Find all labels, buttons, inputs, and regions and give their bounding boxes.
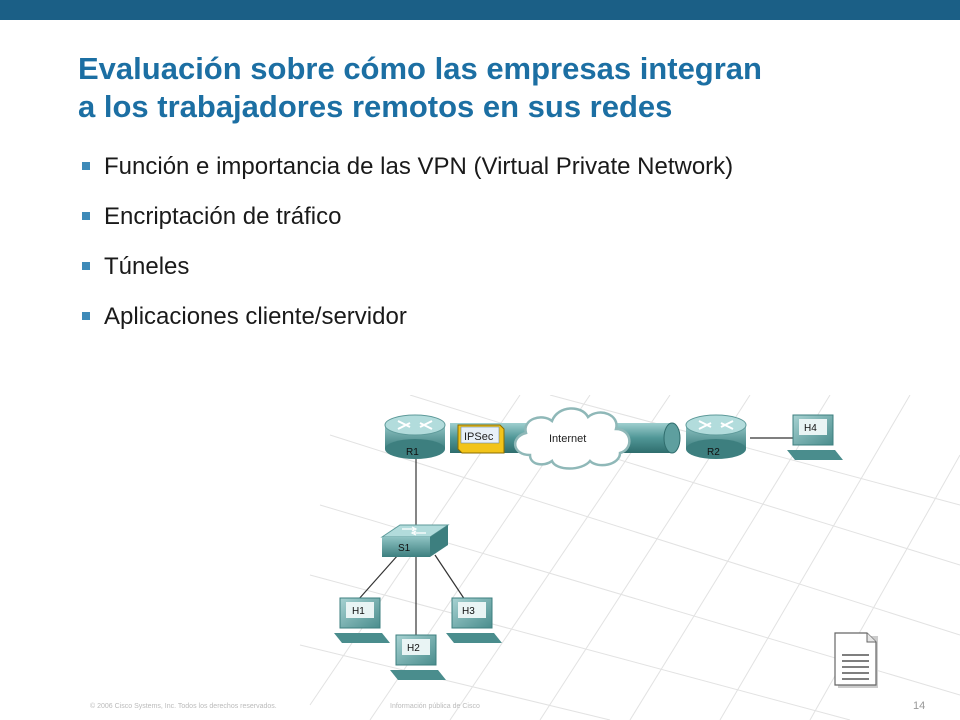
title-line-2: a los trabajadores remotos en sus redes xyxy=(78,89,673,124)
internet-label: Internet xyxy=(549,433,586,445)
switch-s1-icon: S1 xyxy=(380,524,450,557)
router-r1-label: R1 xyxy=(406,447,419,458)
network-topology-diagram: IPSec Internet R1 R2 S1 H1 xyxy=(299,395,960,720)
bullet-list: Función e importancia de las VPN (Virtua… xyxy=(80,152,880,352)
ipsec-tag: IPSec xyxy=(457,424,505,454)
page-number: 14 xyxy=(913,700,926,712)
footer-copyright: © 2006 Cisco Systems, Inc. Todos los der… xyxy=(90,703,277,710)
bullet-item: Encriptación de tráfico xyxy=(80,202,880,231)
router-r1-icon: R1 xyxy=(384,414,446,459)
host-h3-label: H3 xyxy=(462,606,475,617)
bullet-item: Función e importancia de las VPN (Virtua… xyxy=(80,152,880,181)
host-h1-icon: H1 xyxy=(334,597,390,643)
bullet-square-icon xyxy=(82,312,90,320)
host-h4-icon: H4 xyxy=(787,414,843,460)
ipsec-label: IPSec xyxy=(464,431,494,443)
internet-cloud: Internet xyxy=(514,407,631,470)
title-line-1: Evaluación sobre cómo las empresas integ… xyxy=(78,51,762,86)
host-h2-label: H2 xyxy=(407,643,420,654)
host-h1-label: H1 xyxy=(352,606,365,617)
bullet-square-icon xyxy=(82,162,90,170)
top-bar xyxy=(0,0,960,20)
bullet-text: Función e importancia de las VPN (Virtua… xyxy=(104,153,734,180)
slide-title: Evaluación sobre cómo las empresas integ… xyxy=(78,50,938,126)
bullet-text: Aplicaciones cliente/servidor xyxy=(104,303,407,330)
bullet-text: Túneles xyxy=(104,253,190,280)
footer-classification: Información pública de Cisco xyxy=(390,703,480,710)
host-h2-icon: H2 xyxy=(390,634,446,680)
bullet-square-icon xyxy=(82,262,90,270)
switch-s1-label: S1 xyxy=(398,543,411,554)
bullet-square-icon xyxy=(82,212,90,220)
bullet-item: Aplicaciones cliente/servidor xyxy=(80,302,880,331)
document-icon[interactable] xyxy=(832,630,882,692)
network-links xyxy=(357,437,793,635)
host-h3-icon: H3 xyxy=(446,597,502,643)
router-r2-label: R2 xyxy=(707,447,720,458)
bullet-item: Túneles xyxy=(80,252,880,281)
bullet-text: Encriptación de tráfico xyxy=(104,203,342,230)
host-h4-label: H4 xyxy=(804,423,817,434)
router-r2-icon: R2 xyxy=(685,414,747,459)
